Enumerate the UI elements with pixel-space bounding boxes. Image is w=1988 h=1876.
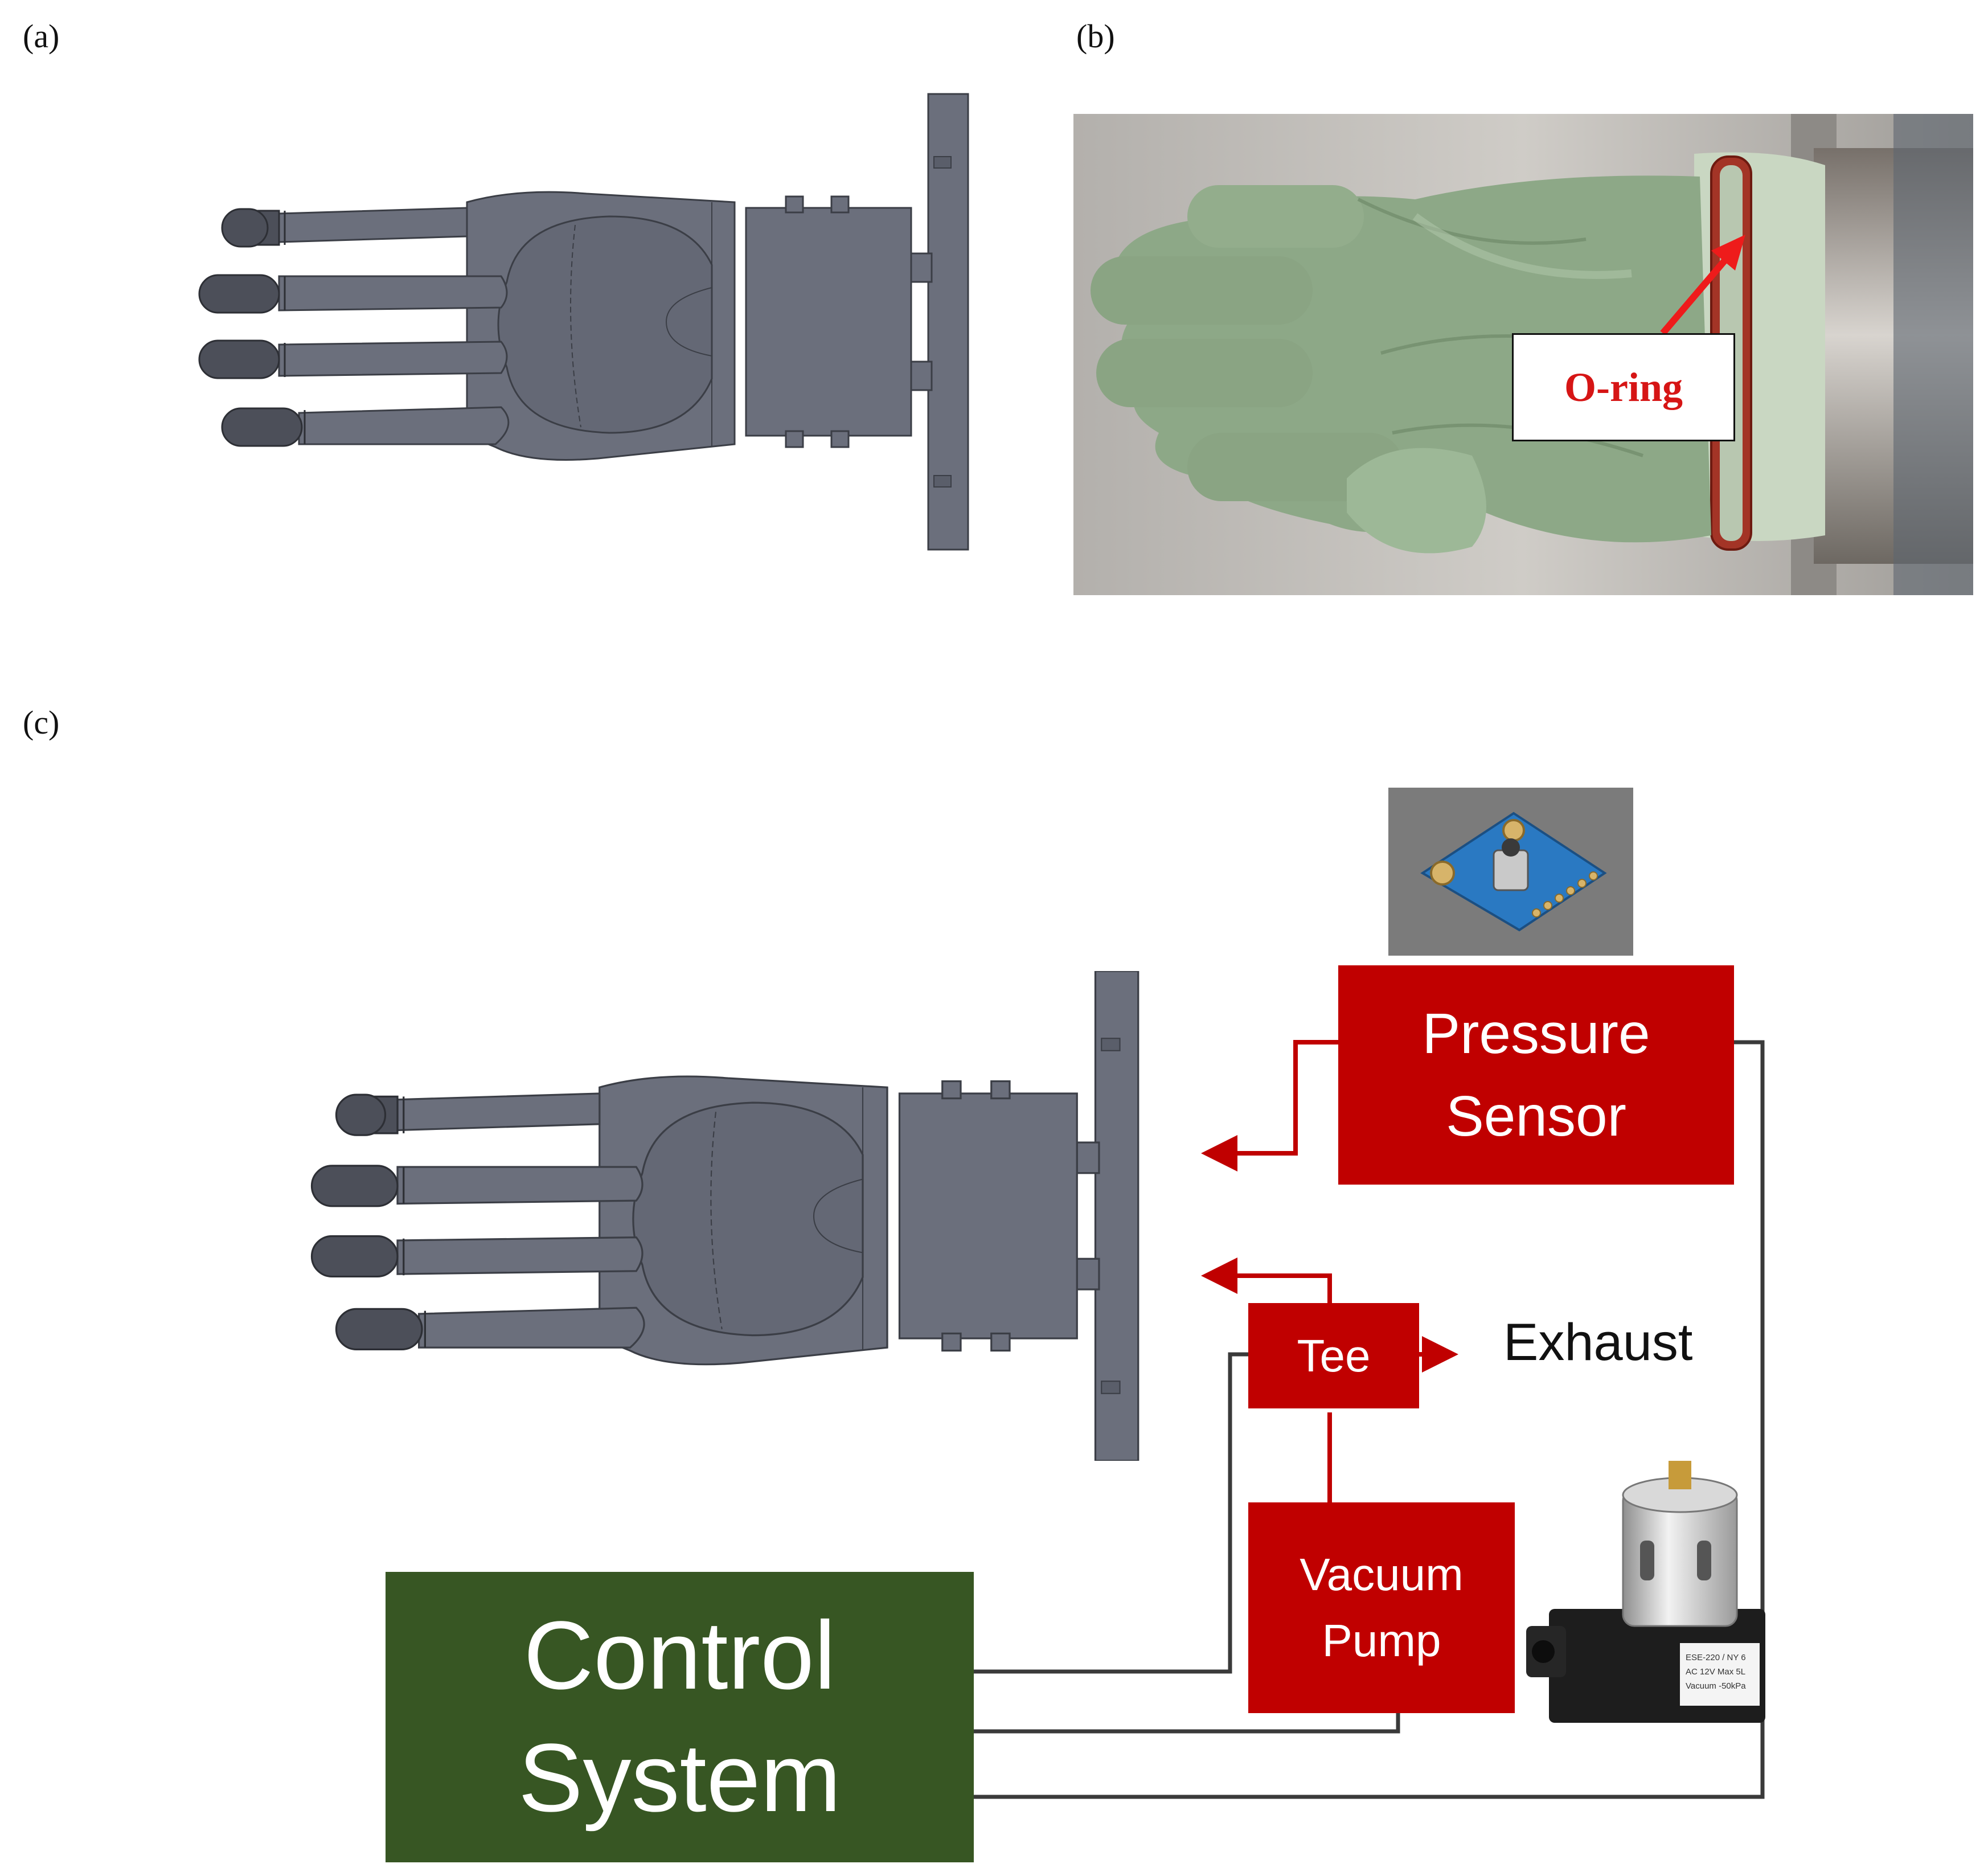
- vacuum-pump-label-line1: Vacuum: [1300, 1549, 1464, 1600]
- panel-label-c: (c): [23, 704, 60, 741]
- vacuum-pump-box: Vacuum Pump: [1248, 1502, 1515, 1713]
- vacuum-pump-label-line2: Pump: [1322, 1615, 1441, 1666]
- pressure-sensor-board-photo: [1388, 788, 1633, 956]
- o-ring-callout: O-ring: [1512, 333, 1735, 441]
- pump-photo-text-3: Vacuum -50kPa: [1686, 1681, 1746, 1691]
- pressure-sensor-label-line2: Sensor: [1446, 1084, 1626, 1148]
- pump-photo-text-1: ESE-220 / NY 6: [1686, 1653, 1746, 1662]
- pump-photo-text-2: AC 12V Max 5L: [1686, 1667, 1745, 1677]
- pressure-sensor-label-line1: Pressure: [1422, 1001, 1650, 1066]
- exhaust-label: Exhaust: [1503, 1313, 1693, 1371]
- vacuum-pump-photo: ESE-220 / NY 6 AC 12V Max 5L Vacuum -50k…: [1526, 1461, 1765, 1723]
- tee-box: Tee: [1248, 1303, 1419, 1408]
- control-to-sensor-wire: [974, 1040, 1765, 1799]
- panel-label-a: (a): [23, 18, 60, 55]
- control-system-box: Control System: [386, 1572, 974, 1862]
- pressure-sensor-box: Pressure Sensor: [1338, 965, 1734, 1185]
- control-system-label-line2: System: [518, 1724, 841, 1832]
- tee-to-gripper-line: [1201, 1258, 1332, 1304]
- control-system-label-line1: Control: [523, 1601, 836, 1710]
- o-ring-label: O-ring: [1564, 364, 1683, 410]
- gripper-cad-drawing-c: [310, 971, 1139, 1461]
- panel-label-b: (b): [1076, 18, 1115, 55]
- control-to-pump-wire: [974, 1711, 1400, 1734]
- tee-label: Tee: [1297, 1330, 1371, 1381]
- pressure-line: [1201, 1040, 1338, 1172]
- control-to-tee-wire: [974, 1352, 1252, 1674]
